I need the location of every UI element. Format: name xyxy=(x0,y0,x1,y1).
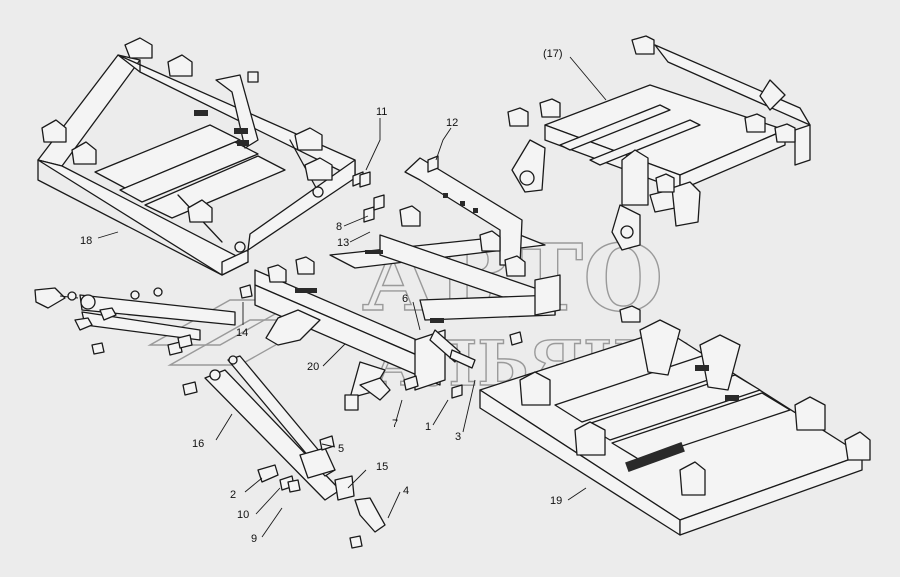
callout-12: 12 xyxy=(446,117,458,129)
frame-17 xyxy=(507,35,811,251)
callout-19: 19 xyxy=(550,495,562,507)
callout-10: 10 xyxy=(237,509,249,521)
frame-19 xyxy=(479,305,871,536)
callout-2: 2 xyxy=(230,489,236,501)
link-arm-14 xyxy=(34,284,253,341)
callout-20: 20 xyxy=(307,361,319,373)
callout-17: (17) xyxy=(543,48,563,60)
link-arm-16 xyxy=(91,334,386,549)
callout-8: 8 xyxy=(336,221,342,233)
callout-9: 9 xyxy=(251,533,257,545)
callout-6: 6 xyxy=(402,293,408,305)
callout-7: 7 xyxy=(392,418,398,430)
callout-5: 5 xyxy=(338,443,344,455)
frame-18 xyxy=(37,37,364,276)
callout-4: 4 xyxy=(403,485,409,497)
callout-11: 11 xyxy=(376,106,387,118)
callout-15: 15 xyxy=(376,461,388,473)
callout-3: 3 xyxy=(455,431,461,443)
leader-lines xyxy=(97,56,607,538)
callout-1: 1 xyxy=(425,421,431,433)
callout-14: 14 xyxy=(236,327,248,339)
callout-18: 18 xyxy=(80,235,92,247)
callout-13: 13 xyxy=(337,237,349,249)
hardware xyxy=(359,155,523,399)
callout-16: 16 xyxy=(192,438,204,450)
callouts: 11 12 8 13 14 20 6 7 1 3 5 15 4 2 10 9 1… xyxy=(80,48,563,545)
